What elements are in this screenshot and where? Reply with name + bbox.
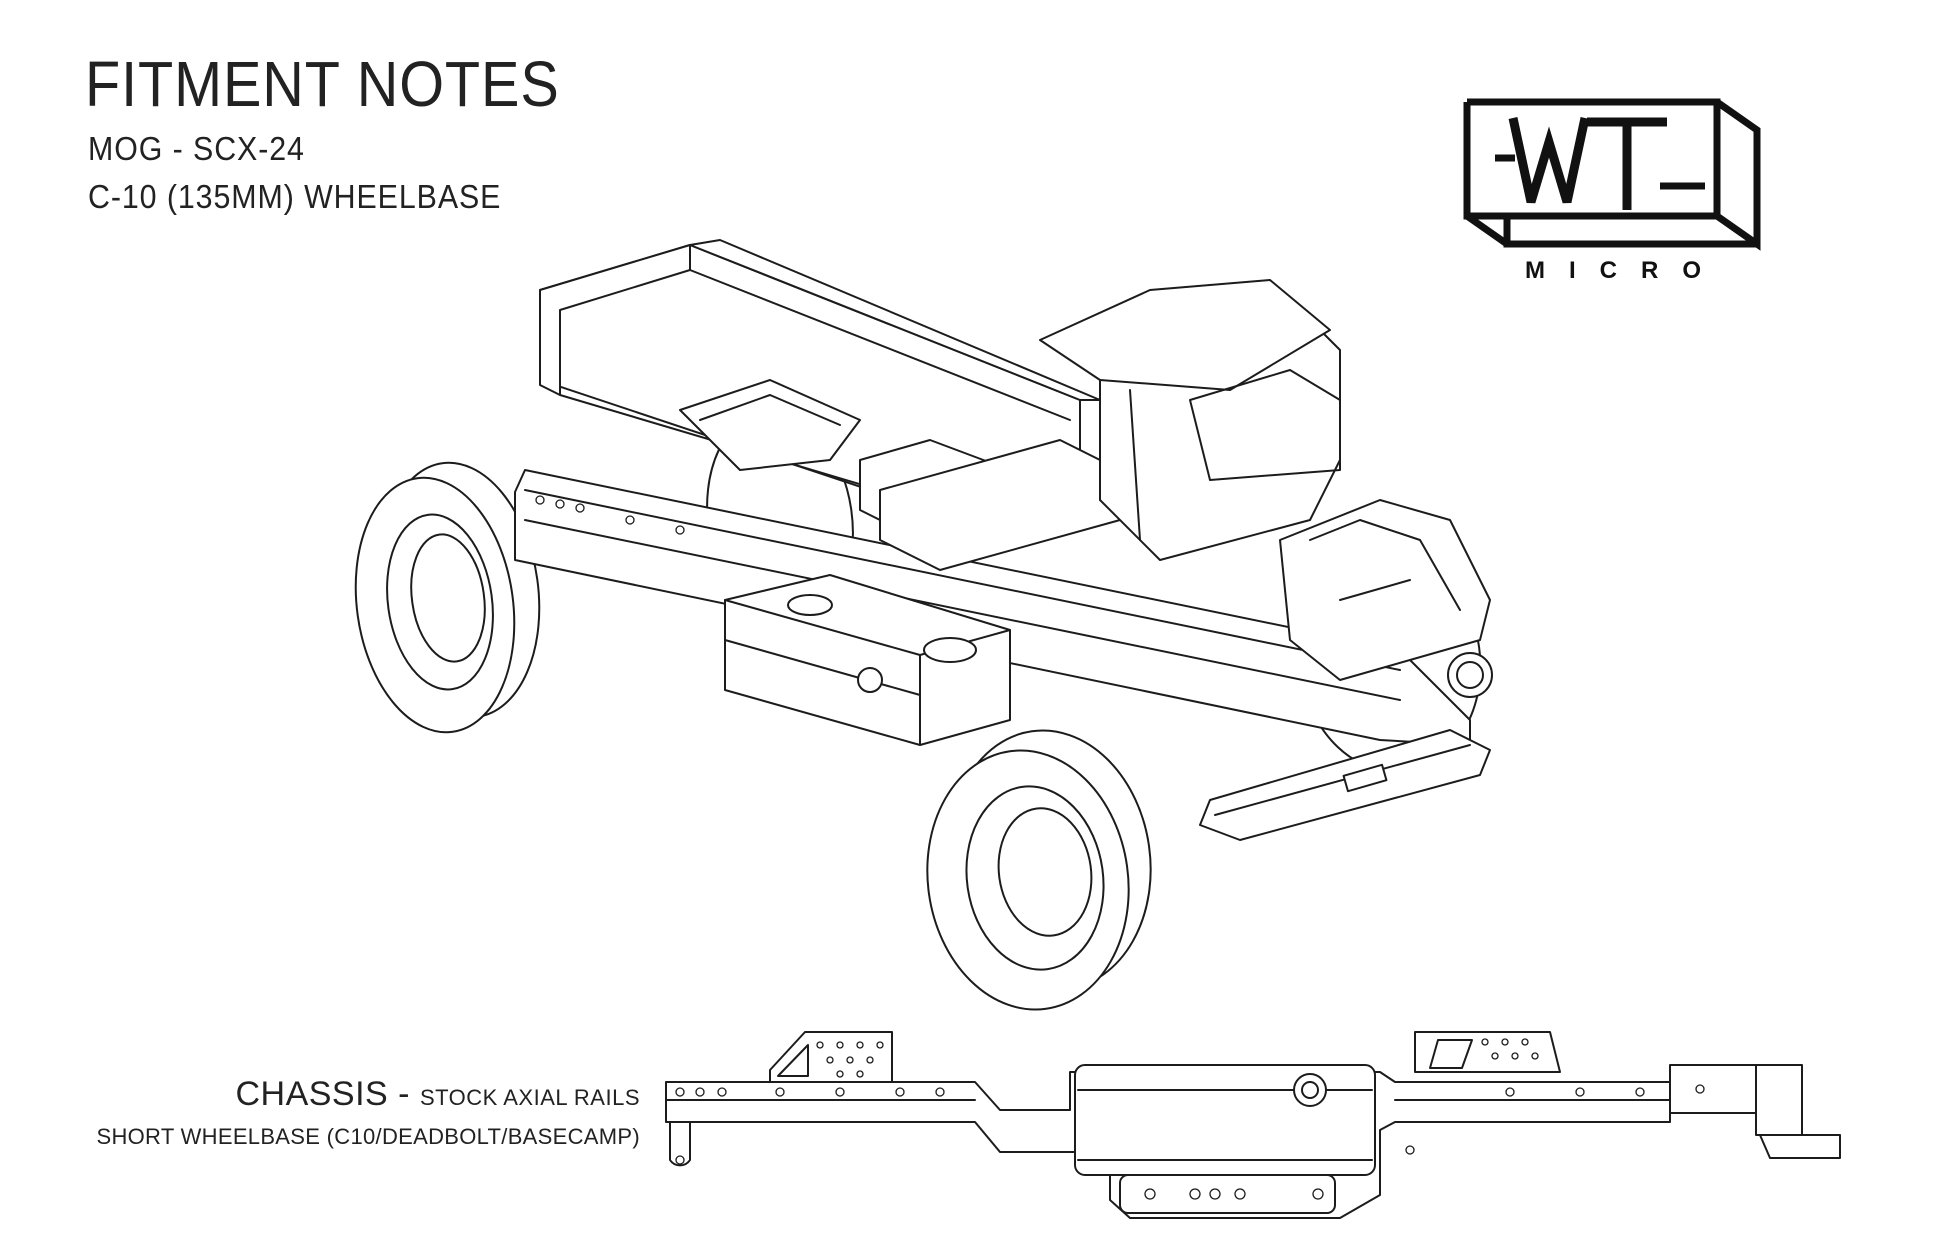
front-bumper-mount (1669, 1064, 1841, 1159)
fuel-cap (1293, 1073, 1327, 1107)
chassis-label-detail: STOCK AXIAL RAILS (419, 1085, 640, 1110)
logo-brand-word: MICRO (1525, 257, 1725, 284)
dump-bed (539, 239, 1121, 571)
chassis-label-separator: - (388, 1075, 420, 1113)
rail-holes (675, 1087, 1645, 1155)
wt-micro-logo-graphic: MICRO (1463, 98, 1761, 284)
fuel-tank (724, 574, 1011, 746)
chassis-side-view (665, 1031, 1841, 1219)
truck-cab (1039, 279, 1341, 561)
chassis-label-main: CHASSIS (235, 1075, 389, 1113)
chassis-label: CHASSIS - STOCK AXIAL RAILS SHORT WHEELB… (96, 1075, 640, 1150)
truck-illustration (354, 239, 1493, 1011)
front-plate-holes (1481, 1038, 1539, 1060)
rear-hanger (669, 1121, 691, 1167)
front-bumper (1199, 729, 1491, 841)
rear-left-tire (354, 461, 541, 734)
front-left-tire (926, 729, 1152, 1011)
truck-hood (1279, 499, 1493, 698)
rear-plate-holes (816, 1041, 884, 1078)
wheelbase-subtitle: C-10 (135MM) WHEELBASE (88, 178, 502, 215)
page-title: FITMENT NOTES (85, 48, 560, 120)
chassis-label-line1: CHASSIS - STOCK AXIAL RAILS (96, 1075, 640, 1114)
front-shackle-plate (1414, 1031, 1561, 1073)
model-subtitle: MOG - SCX-24 (88, 130, 305, 167)
chassis-label-line2: SHORT WHEELBASE (C10/DEADBOLT/BASECAMP) (96, 1124, 640, 1149)
skid-plate (1119, 1174, 1336, 1214)
wt-micro-logo: MICRO (1455, 98, 1775, 288)
chassis-fuel-tank (1074, 1064, 1376, 1176)
